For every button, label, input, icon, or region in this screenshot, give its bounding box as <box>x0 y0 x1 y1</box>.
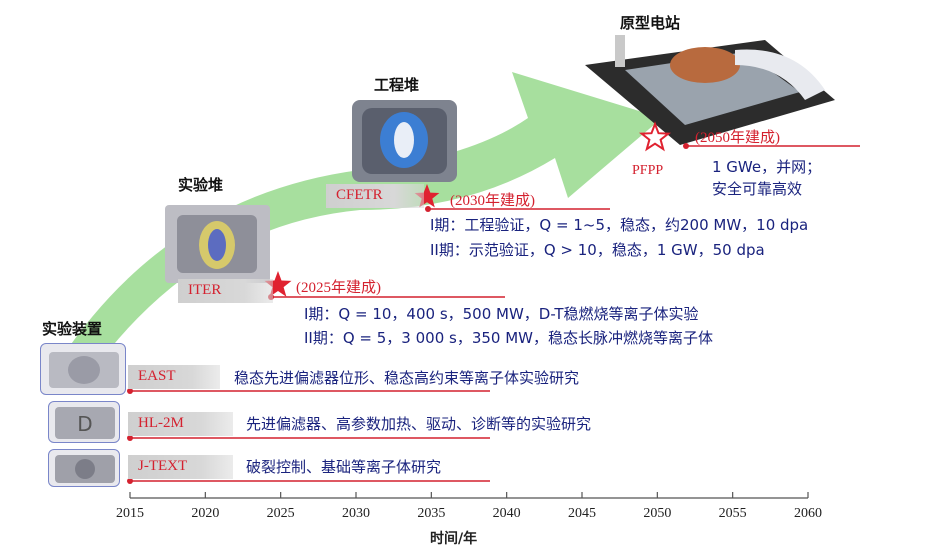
axis-tick-label: 2055 <box>718 506 747 521</box>
pfpp-star <box>638 121 672 152</box>
device-label-east: EAST <box>128 365 220 389</box>
pfpp-spec-line-2: 安全可靠高效 <box>712 180 803 198</box>
cfetr-label: CFETR <box>326 184 424 208</box>
pfpp-label: PFPP <box>632 163 664 178</box>
axis-tick-label: 2025 <box>266 506 295 521</box>
pfpp-build-year: (2050年建成) <box>695 130 780 146</box>
hl-2m-thumbnail: D <box>48 401 120 443</box>
axis-tick-label: 2050 <box>643 506 672 521</box>
svg-text:D: D <box>77 412 92 436</box>
stage-title-prototype-plant: 原型电站 <box>620 14 681 32</box>
iter-label: ITER <box>178 279 273 303</box>
axis-tick-label: 2015 <box>116 506 144 521</box>
axis-tick-label: 2020 <box>191 506 220 521</box>
axis-tick-label: 2040 <box>492 506 521 521</box>
cfetr-picture <box>352 100 457 182</box>
plant-picture <box>585 35 835 145</box>
axis-tick-label: 2035 <box>417 506 446 521</box>
axis-tick-label: 2030 <box>342 506 370 521</box>
cfetr-phase-1: I期：工程验证，Q = 1~5，稳态，约200 MW，10 dpa <box>430 216 809 234</box>
east-thumbnail <box>40 343 126 395</box>
iter-star <box>264 271 292 297</box>
time-axis <box>129 492 809 499</box>
device-label-j-text: J-TEXT <box>128 455 233 479</box>
axis-tick-label: 2060 <box>794 506 822 521</box>
cfetr-build-year: (2030年建成) <box>450 193 535 209</box>
device-description-j-text: 破裂控制、基础等离子体研究 <box>246 458 442 476</box>
device-description-hl-2m: 先进偏滤器、高参数加热、驱动、诊断等的实验研究 <box>246 415 592 433</box>
pfpp-spec-line-1: 1 GWe，并网； <box>712 158 822 176</box>
device-label-hl-2m: HL-2M <box>128 412 233 436</box>
axis-label: 时间/年 <box>430 531 478 547</box>
cfetr-phase-2: II期：示范验证，Q > 10，稳态，1 GW，50 dpa <box>430 241 765 259</box>
iter-phase-2: II期：Q = 5，3 000 s，350 MW，稳态长脉冲燃烧等离子体 <box>304 329 714 347</box>
j-text-thumbnail <box>48 449 120 487</box>
stage-title-experimental-reactor: 实验堆 <box>178 176 224 194</box>
iter-build-year: (2025年建成) <box>296 280 381 296</box>
progress-arrow <box>60 72 662 372</box>
stage-title-engineering-reactor: 工程堆 <box>374 76 420 94</box>
stage-title-experimental-devices: 实验装置 <box>42 320 103 338</box>
axis-tick-label: 2045 <box>568 506 596 521</box>
iter-phase-1: I期：Q = 10，400 s，500 MW，D-T稳燃烧等离子体实验 <box>304 305 699 323</box>
iter-picture <box>165 205 270 283</box>
cfetr-star <box>414 184 440 208</box>
device-description-east: 稳态先进偏滤器位形、稳态高约束等离子体实验研究 <box>234 369 580 387</box>
underline-lines <box>130 145 860 482</box>
